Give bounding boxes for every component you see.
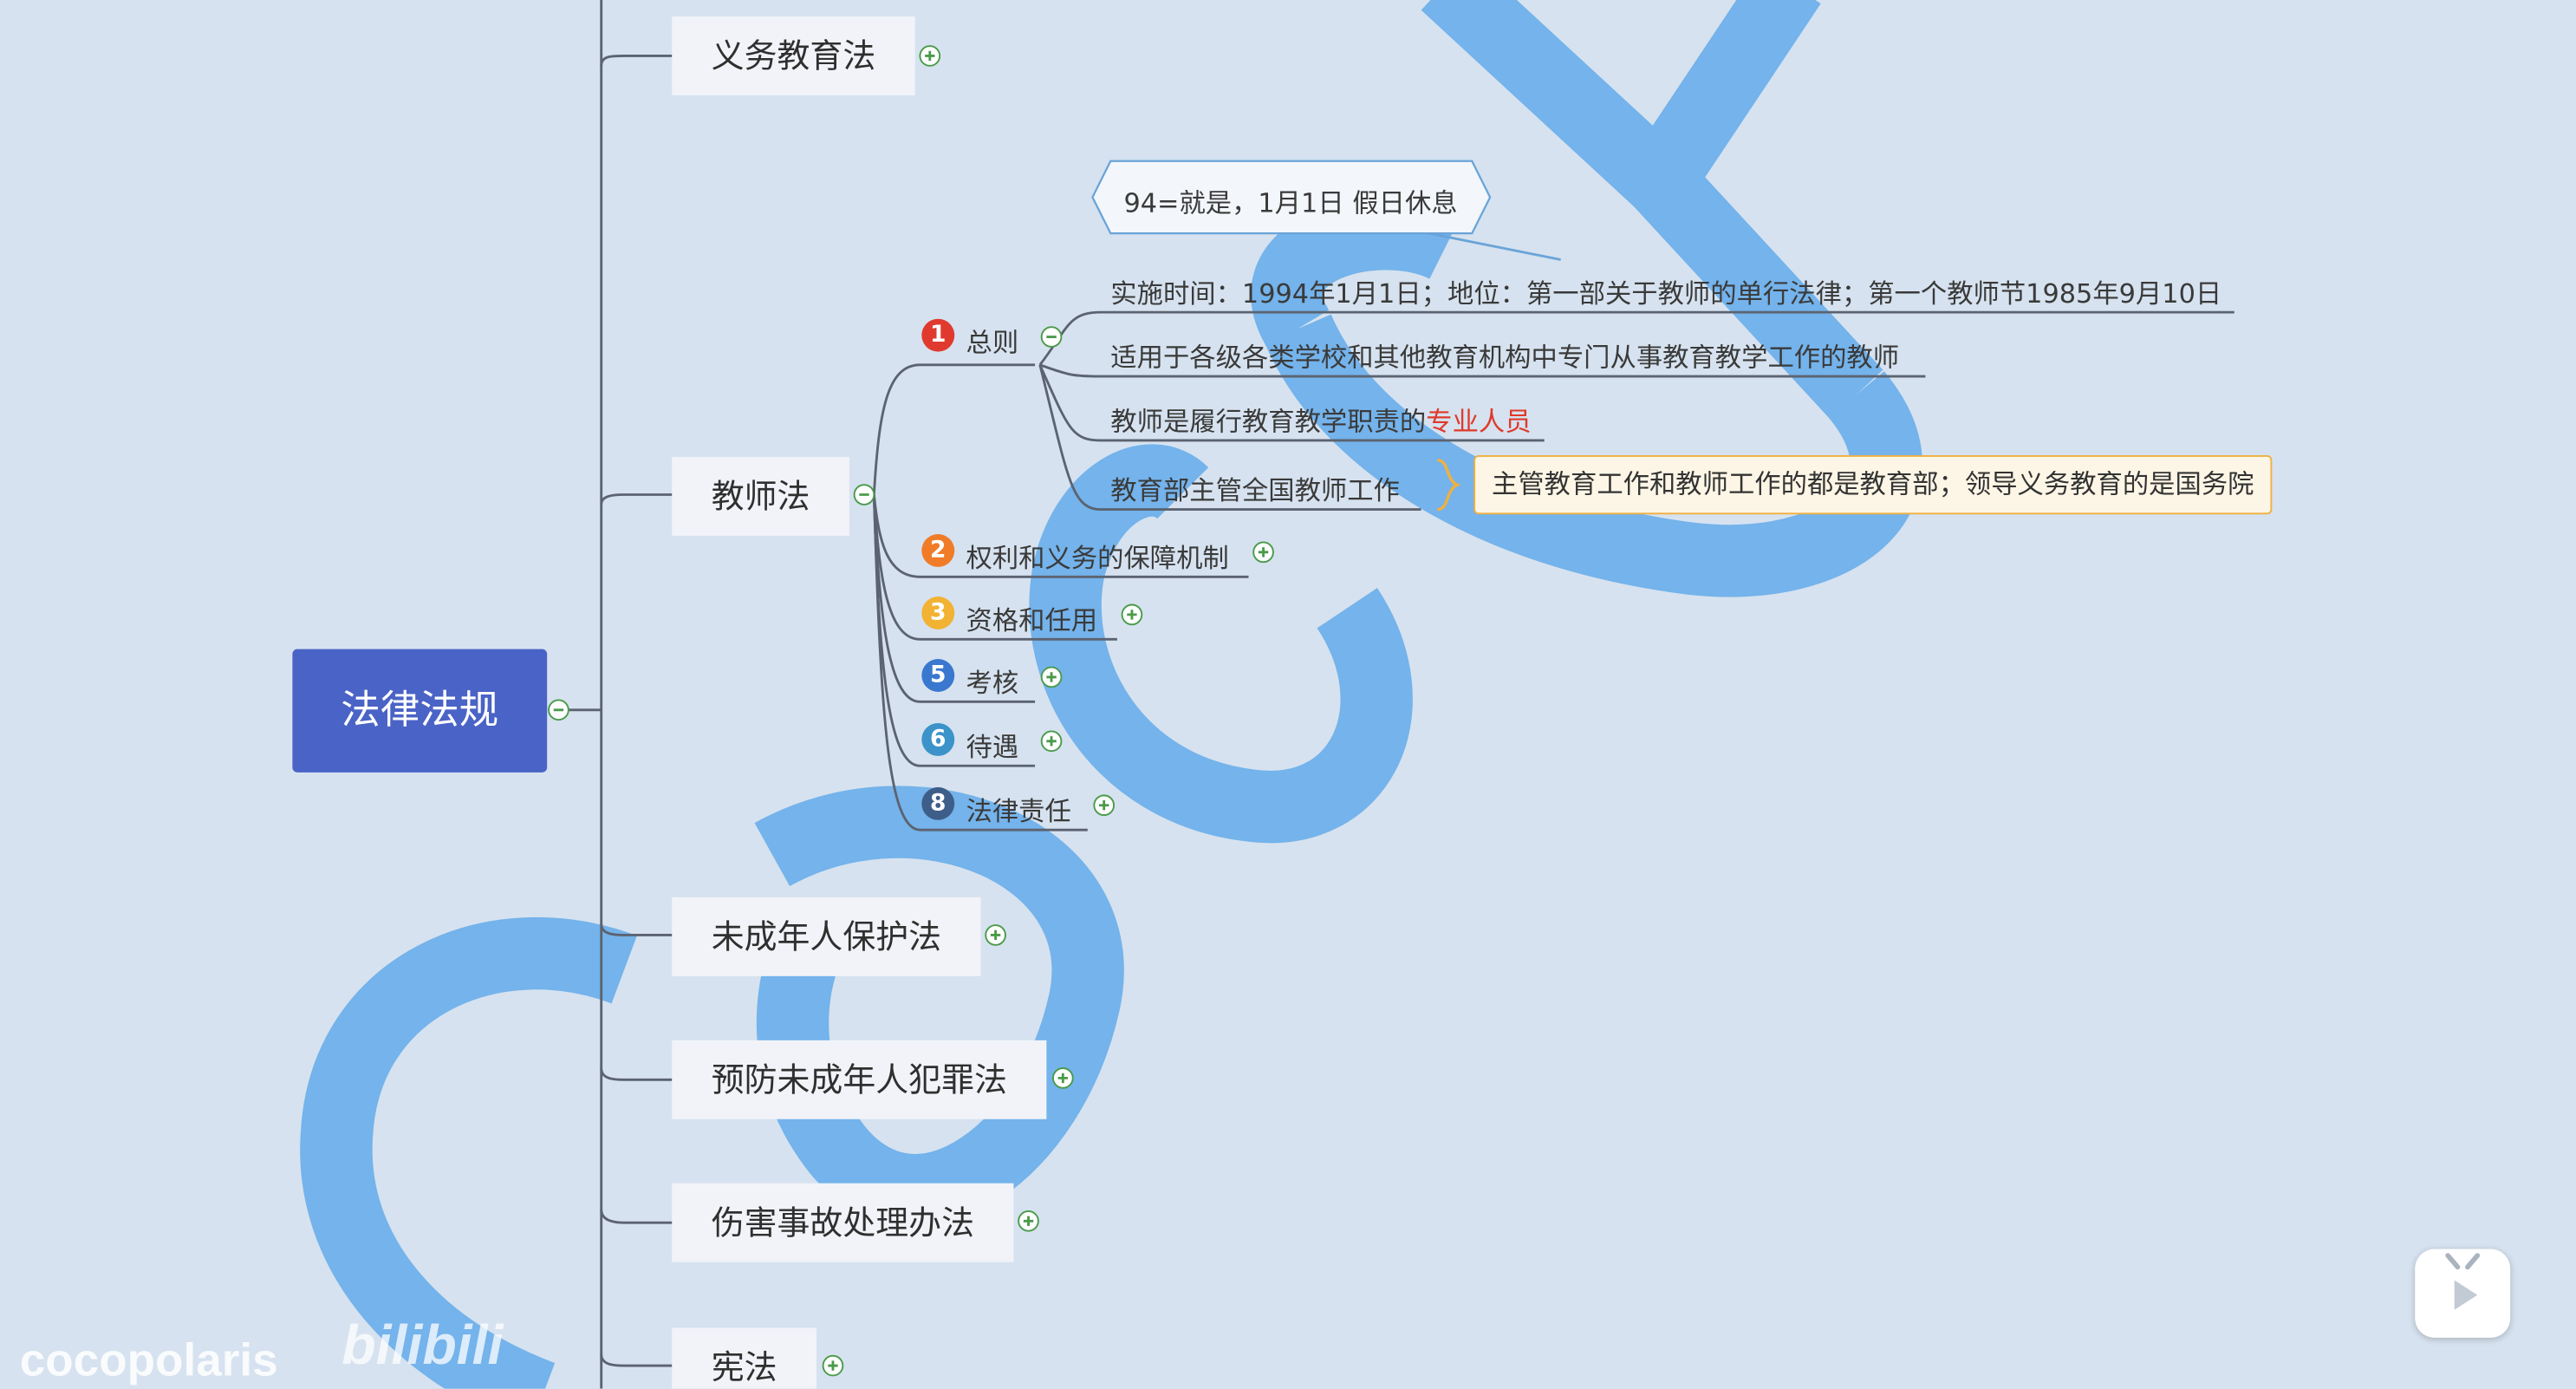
collapse-toggle-icon[interactable] [853,483,876,506]
callout-pointer [1412,228,1561,261]
root-topic[interactable]: 法律法规 [292,649,548,773]
number-badge: 5 [921,659,955,692]
general-item[interactable]: 实施时间：1994年1月1日；地位：第一部关于教师的单行法律；第一个教师节198… [1110,277,2222,310]
expand-toggle-icon[interactable] [1252,541,1275,564]
play-button[interactable] [2415,1249,2511,1338]
topic-teacher-law[interactable]: 教师法 [672,456,849,536]
branch-line [600,493,674,505]
watermark-stroke [1251,198,1462,348]
uploader-watermark: cocopolaris [19,1334,278,1386]
expand-toggle-icon[interactable] [1121,603,1144,627]
expand-toggle-icon[interactable] [1040,666,1064,689]
general-item[interactable]: 教师是履行教育教学职责的专业人员 [1110,400,1531,439]
number-badge: 1 [921,318,955,352]
topic-constitution[interactable]: 宪法 [672,1327,817,1389]
expand-toggle-icon[interactable] [1040,730,1064,753]
root-label: 法律法规 [341,687,499,734]
general-item-text: 教师是履行教育教学职责的 [1110,406,1427,438]
sub-branch [872,363,1036,495]
callout-text: 94=就是，1月1日 假日休息 [1123,187,1458,219]
callout-shape [1091,160,1492,235]
highlighted-term: 专业人员 [1426,406,1532,438]
number-badge: 3 [921,597,955,629]
branch-line [600,1353,674,1367]
branch-line [600,923,674,936]
subtopic-label: 法律责任 [966,795,1071,827]
general-item[interactable]: 适用于各级各类学校和其他教育机构中专门从事教育教学工作的教师 [1110,342,1900,374]
summary-brace [1437,459,1461,512]
topic-label: 义务教育法 [711,36,876,76]
expand-toggle-icon[interactable] [984,923,1007,947]
number-badge: 6 [921,722,955,756]
subtopic-label: 总则 [966,327,1019,359]
branch-line [600,55,674,66]
expand-toggle-icon[interactable] [1017,1210,1040,1233]
topic-compulsory-education-law[interactable]: 义务教育法 [672,16,915,95]
expand-toggle-icon[interactable] [919,44,942,68]
item-branch [1039,363,1926,378]
item-branch [1038,364,1421,511]
topic-label: 未成年人保护法 [711,916,942,957]
topic-label: 教师法 [711,476,810,517]
number-badge: 8 [921,786,955,820]
watermark-stroke [300,916,637,1389]
watermark-stroke [1029,444,1413,844]
branch-line [600,1209,674,1224]
watermark-stroke [1632,156,1883,420]
collapse-toggle-icon[interactable] [1040,325,1064,349]
number-badge: 2 [921,534,955,567]
sub-branch [872,494,1088,831]
play-icon [2445,1253,2481,1310]
topic-label: 预防未成年人犯罪法 [711,1060,1007,1100]
topic-label: 伤害事故处理办法 [711,1203,974,1242]
item-branch [1038,364,1545,442]
branch-line [600,1067,674,1081]
bilibili-logo: bilibili [342,1314,504,1378]
topic-minor-protection-law[interactable]: 未成年人保护法 [672,897,981,976]
topic-label: 宪法 [711,1347,777,1387]
expand-toggle-icon[interactable] [822,1354,845,1378]
expand-toggle-icon[interactable] [1051,1066,1075,1090]
collapse-toggle-icon[interactable] [547,699,570,722]
item-branch [1038,310,2234,366]
subtopic-label: 待遇 [966,731,1019,763]
subtopic-label: 权利和义务的保障机制 [966,542,1229,574]
summary-note[interactable]: 主管教育工作和教师工作的都是教育部；领导义务教育的是国务院 [1473,455,2273,515]
general-item[interactable]: 教育部主管全国教师工作 [1110,474,1400,506]
topic-juvenile-crime-prevention-law[interactable]: 预防未成年人犯罪法 [672,1040,1047,1119]
subtopic-label: 考核 [966,667,1019,699]
subtopic-label: 资格和任用 [966,604,1098,636]
topic-injury-accident-measures[interactable]: 伤害事故处理办法 [672,1183,1014,1262]
expand-toggle-icon[interactable] [1092,793,1116,817]
